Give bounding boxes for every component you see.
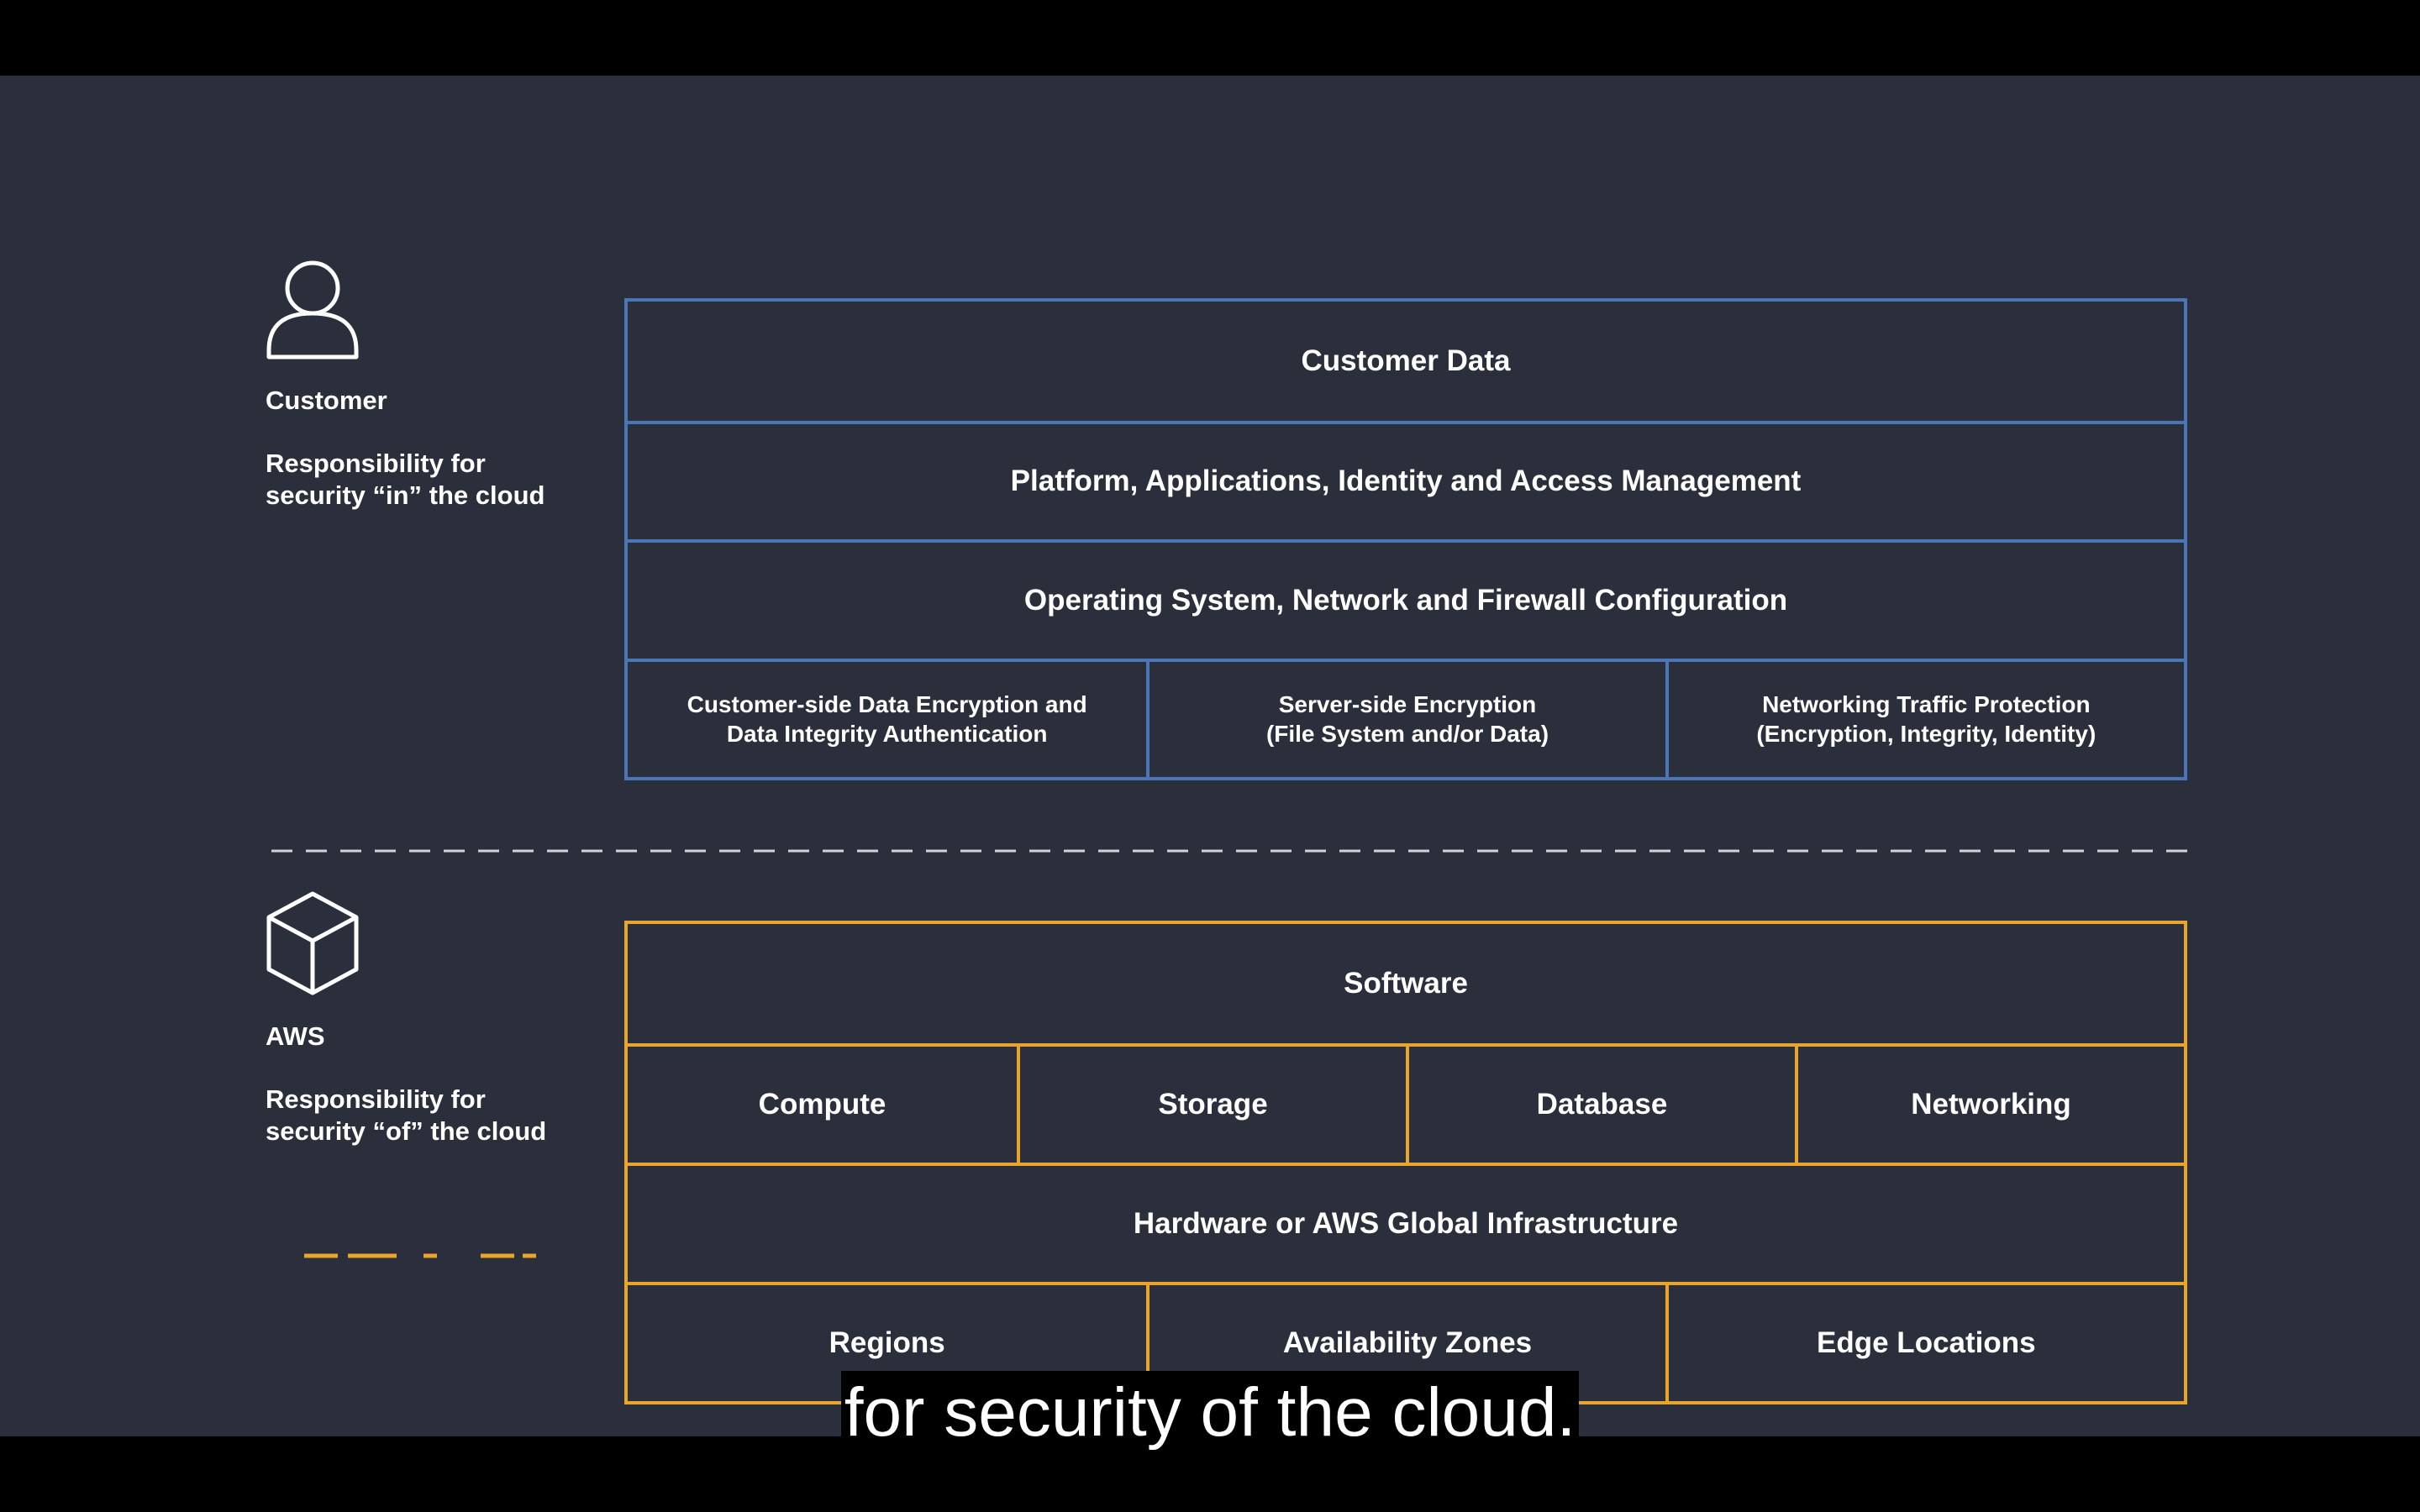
aws-accent-dashes bbox=[304, 1253, 536, 1258]
compute-cell: Compute bbox=[758, 1088, 886, 1121]
server-side-encryption-cell: Server-side Encryption (File System and/… bbox=[1146, 661, 1665, 777]
customer-data-layer: Customer Data bbox=[1301, 344, 1511, 377]
encryption-row: Customer-side Data Encryption and Data I… bbox=[628, 658, 2184, 777]
storage-cell: Storage bbox=[1017, 1047, 1406, 1163]
customer-responsibility: Responsibility for security “in” the clo… bbox=[266, 449, 545, 510]
os-layer: Operating System, Network and Firewall C… bbox=[628, 539, 2184, 659]
edge-locations-cell: Edge Locations bbox=[1665, 1285, 2184, 1401]
availability-zones-cell: Availability Zones bbox=[1146, 1285, 1665, 1401]
regions-cell: Regions bbox=[829, 1326, 945, 1359]
responsibility-divider bbox=[271, 849, 2191, 853]
database-cell: Database bbox=[1406, 1047, 1795, 1163]
client-side-encryption-cell: Customer-side Data Encryption and Data I… bbox=[687, 691, 1087, 748]
letterbox-top bbox=[0, 0, 2420, 76]
cube-icon bbox=[266, 891, 359, 995]
slide-frame: Customer Responsibility for security “in… bbox=[0, 76, 2420, 1436]
platform-layer: Platform, Applications, Identity and Acc… bbox=[628, 420, 2184, 540]
traffic-protection-cell: Networking Traffic Protection (Encryptio… bbox=[1665, 661, 2184, 777]
software-layer: Software bbox=[1344, 967, 1468, 1000]
customer-responsibility-grid: Customer Data Platform, Applications, Id… bbox=[624, 298, 2187, 780]
aws-responsibility-grid: Software Compute Storage Database Networ… bbox=[624, 921, 2187, 1404]
customer-title: Customer bbox=[266, 386, 387, 415]
infrastructure-row: Regions Availability Zones Edge Location… bbox=[628, 1282, 2184, 1401]
hardware-layer: Hardware or AWS Global Infrastructure bbox=[628, 1163, 2184, 1282]
aws-responsibility: Responsibility for security “of” the clo… bbox=[266, 1084, 547, 1146]
subtitle-text: for security of the cloud. bbox=[840, 1371, 1580, 1455]
aws-title: AWS bbox=[266, 1021, 325, 1051]
networking-cell: Networking bbox=[1795, 1047, 2184, 1163]
person-icon bbox=[266, 260, 359, 360]
customer-sidebar: Customer Responsibility for security “in… bbox=[266, 258, 544, 512]
aws-sidebar: AWS Responsibility for security “of” the… bbox=[266, 890, 546, 1147]
subtitle-caption: for security of the cloud. bbox=[0, 1371, 2420, 1455]
services-row: Compute Storage Database Networking bbox=[628, 1043, 2184, 1163]
